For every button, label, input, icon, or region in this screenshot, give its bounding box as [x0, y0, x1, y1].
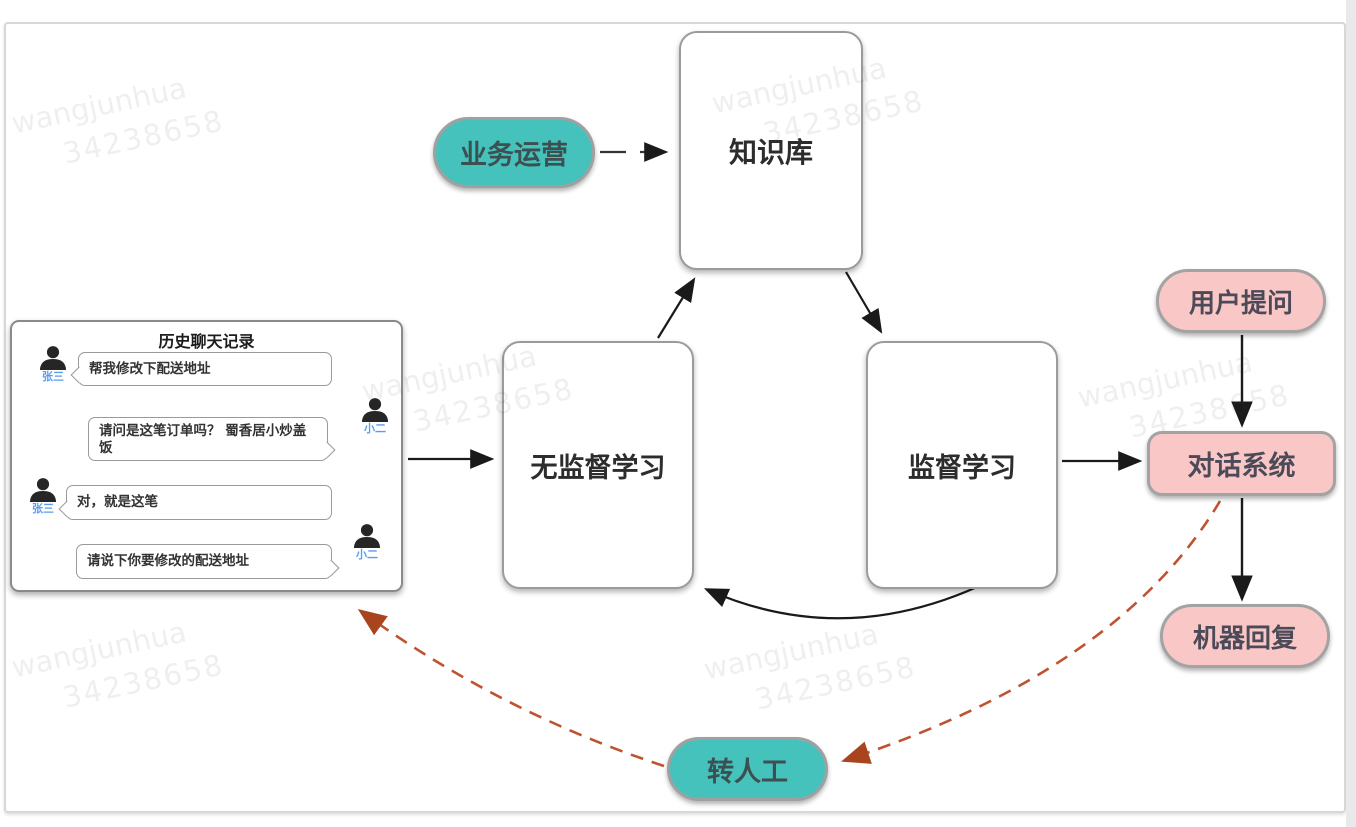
node-label: 用户提问: [1188, 288, 1293, 319]
chat-bubble-text: 帮我修改下配送地址: [89, 361, 211, 377]
person-bust-icon: [39, 346, 67, 371]
node-machine-reply: 机器回复: [1160, 604, 1330, 668]
node-label: 转人工: [707, 756, 788, 788]
node-label: 监督学习: [908, 452, 1016, 484]
chat-bubble-text: 请说下你要修改的配送地址: [87, 553, 249, 569]
bubble-tail: [318, 441, 336, 459]
node-user-question: 用户提问: [1156, 269, 1326, 333]
user-avatar: 张三: [20, 476, 66, 514]
chat-history-title: 历史聊天记录: [158, 332, 255, 351]
user-avatar: 小二: [344, 522, 390, 560]
node-label: 对话系统: [1187, 451, 1296, 482]
chat-bubble-text: 请问是这笔订单吗？ 蜀香居小炒盖饭: [99, 423, 307, 456]
node-supervised-learning: 监督学习: [866, 341, 1058, 589]
node-knowledge-base: 知识库: [679, 31, 863, 270]
node-label: 业务运营: [460, 140, 568, 171]
chat-bubble-text: 对，就是这笔: [77, 494, 158, 510]
chat-bubble: 请问是这笔订单吗？ 蜀香居小炒盖饭: [88, 417, 336, 461]
chat-bubble: 请说下你要修改的配送地址: [76, 544, 340, 579]
chat-sender-name: 张三: [42, 370, 64, 383]
node-unsupervised-learning: 无监督学习: [502, 341, 694, 589]
user-avatar: 张三: [30, 344, 76, 382]
chat-sender-name: 张三: [32, 502, 54, 515]
node-label: 机器回复: [1192, 623, 1297, 654]
node-business-operations: 业务运营: [433, 117, 595, 188]
node-dialog-system: 对话系统: [1147, 431, 1336, 496]
chat-sender-name: 小二: [356, 548, 378, 561]
chat-bubble: 帮我修改下配送地址: [70, 352, 332, 386]
window-edge: [1346, 0, 1356, 827]
chat-history-panel: 历史聊天记录 张三 帮我修改下配送地址 请问是这笔订单吗？ 蜀香居小炒盖饭 小二: [10, 320, 403, 592]
person-bust-icon: [353, 524, 381, 549]
node-label: 无监督学习: [530, 452, 666, 484]
person-bust-icon: [29, 478, 57, 503]
node-label: 知识库: [728, 135, 813, 169]
chat-sender-name: 小二: [364, 422, 386, 435]
person-bust-icon: [361, 398, 389, 423]
user-avatar: 小二: [352, 396, 398, 434]
chat-bubble: 对，就是这笔: [58, 485, 332, 520]
node-transfer-to-human: 转人工: [667, 737, 828, 801]
bubble-tail: [322, 559, 340, 577]
